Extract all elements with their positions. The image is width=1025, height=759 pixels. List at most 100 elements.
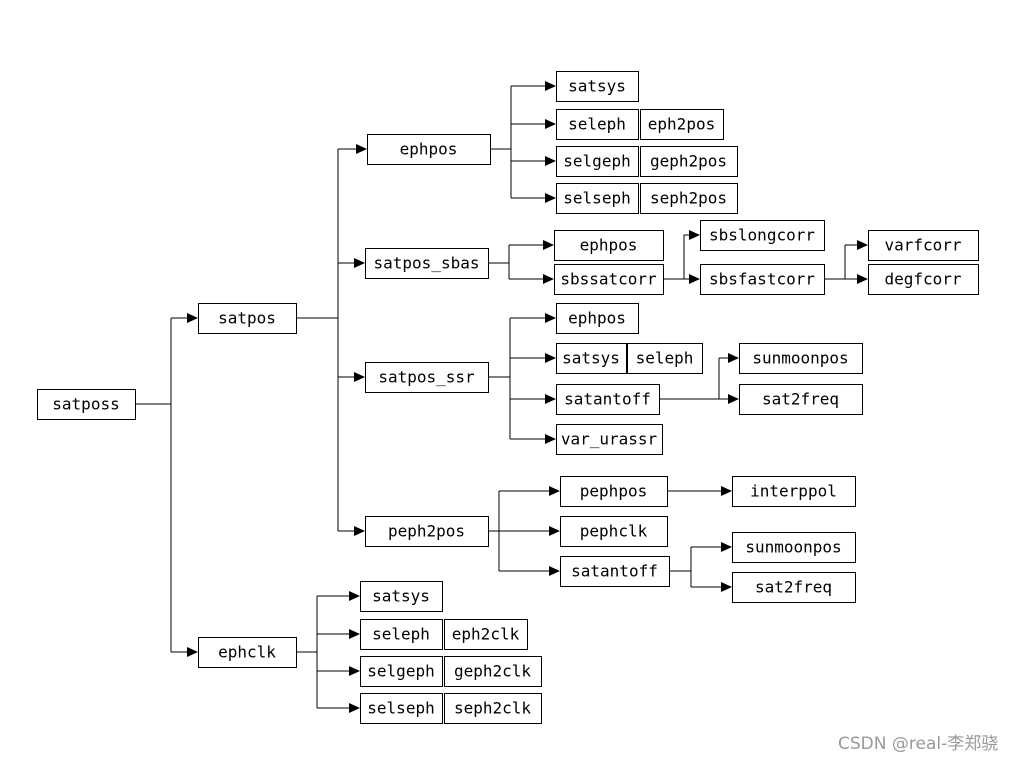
node-box [198, 637, 297, 668]
node-geph2pos: geph2pos [640, 146, 738, 177]
node-box [360, 693, 443, 724]
node-box [868, 264, 979, 295]
node-label: sunmoonpos [752, 349, 848, 368]
node-sbsfastcorr: sbsfastcorr [700, 264, 825, 295]
node-label: seph2clk [454, 699, 531, 718]
arrowhead-ephclk [187, 647, 198, 657]
node-label: satpos_ssr [378, 368, 475, 387]
node-label: sbssatcorr [560, 270, 657, 289]
node-box [198, 303, 297, 334]
node-label: varfcorr [884, 236, 961, 255]
node-label: peph2pos [388, 522, 465, 541]
node-selgeph-1: selgeph [556, 146, 639, 177]
node-box [37, 389, 136, 420]
edges [135, 81, 868, 713]
node-ephclk: ephclk [198, 637, 297, 668]
arrowhead-selgeph_2 [349, 666, 360, 676]
arrowhead-selgeph_1 [545, 156, 556, 166]
arrowhead-satantoff_2 [549, 566, 560, 576]
node-sunmoonpos-2: sunmoonpos [732, 532, 856, 563]
node-selseph-1: selseph [556, 183, 639, 214]
node-satpos-sbas: satpos_sbas [365, 248, 489, 279]
node-box [360, 619, 443, 650]
node-box [732, 532, 856, 563]
node-label: ephpos [568, 309, 626, 328]
node-label: eph2clk [452, 625, 520, 644]
arrowhead-peph2pos [354, 526, 365, 536]
node-label: pephpos [580, 482, 647, 501]
node-box [556, 183, 639, 214]
node-box [554, 230, 664, 261]
node-label: satsys [568, 77, 626, 96]
arrowhead-satsys_2 [545, 353, 556, 363]
arrowhead-ephpos_2 [543, 240, 554, 250]
node-label: satantoff [571, 562, 658, 581]
node-box [560, 516, 668, 547]
node-label: sunmoonpos [745, 538, 841, 557]
arrowhead-ephpos_1 [356, 144, 367, 154]
node-box [739, 343, 863, 374]
node-ephpos-2: ephpos [554, 230, 664, 261]
node-label: seleph [568, 115, 626, 134]
node-interppol: interppol [732, 476, 856, 507]
arrowhead-sbssatcorr [543, 274, 554, 284]
node-satpos-ssr: satpos_ssr [365, 362, 489, 393]
node-eph2pos: eph2pos [640, 109, 724, 140]
arrowhead-ephpos_3 [545, 313, 556, 323]
node-box [556, 343, 627, 374]
node-box [365, 362, 489, 393]
node-geph2clk: geph2clk [444, 656, 542, 687]
arrowhead-satsys_3 [349, 591, 360, 601]
node-seph2clk: seph2clk [444, 693, 542, 724]
node-satposs: satposs [37, 389, 136, 420]
node-label: satsys [562, 349, 620, 368]
arrowhead-pephpos [549, 486, 560, 496]
node-label: sbsfastcorr [709, 270, 815, 289]
arrowhead-degfcorr [857, 274, 868, 284]
node-peph2pos: peph2pos [365, 516, 489, 547]
node-label: ephpos [400, 140, 458, 159]
nodes: satposssatposephclkephpossatpos_sbassatp… [37, 71, 979, 724]
node-seleph-1: seleph [556, 109, 639, 140]
node-label: sat2freq [755, 578, 832, 597]
node-label: interppol [750, 482, 837, 501]
node-box [627, 343, 703, 374]
node-label: ephpos [580, 236, 638, 255]
node-box [367, 134, 491, 165]
node-box [556, 146, 639, 177]
node-box [556, 71, 639, 102]
node-seleph-2: seleph [627, 343, 703, 374]
node-box [360, 581, 443, 612]
node-sbslongcorr: sbslongcorr [700, 220, 825, 251]
node-box [556, 109, 639, 140]
node-box [556, 424, 663, 455]
node-box [560, 476, 668, 507]
node-box [700, 264, 825, 295]
node-label: seleph [636, 349, 694, 368]
node-label: selseph [367, 699, 434, 718]
node-label: selgeph [563, 152, 630, 171]
arrowhead-sunmoonpos_2 [721, 542, 732, 552]
node-label: satpos_sbas [374, 254, 480, 273]
node-satantoff-1: satantoff [556, 384, 660, 415]
arrowhead-interppol [721, 486, 732, 496]
arrowhead-satsys_1 [545, 81, 556, 91]
node-label: seleph [372, 625, 430, 644]
node-box [556, 303, 639, 334]
node-label: eph2pos [648, 115, 715, 134]
node-sunmoonpos-1: sunmoonpos [739, 343, 863, 374]
node-ephpos-1: ephpos [367, 134, 491, 165]
node-label: geph2pos [650, 152, 727, 171]
node-box [365, 248, 489, 279]
node-box [739, 384, 863, 415]
node-var-urassr: var_urassr [556, 424, 663, 455]
node-box [365, 516, 489, 547]
node-pephpos: pephpos [560, 476, 668, 507]
node-box [732, 476, 856, 507]
watermark: CSDN @real-李郑骁 [838, 734, 999, 754]
node-label: pephclk [580, 522, 648, 541]
node-label: satantoff [564, 390, 651, 409]
node-box [700, 220, 825, 251]
node-box [360, 656, 443, 687]
node-label: satposs [52, 395, 119, 414]
